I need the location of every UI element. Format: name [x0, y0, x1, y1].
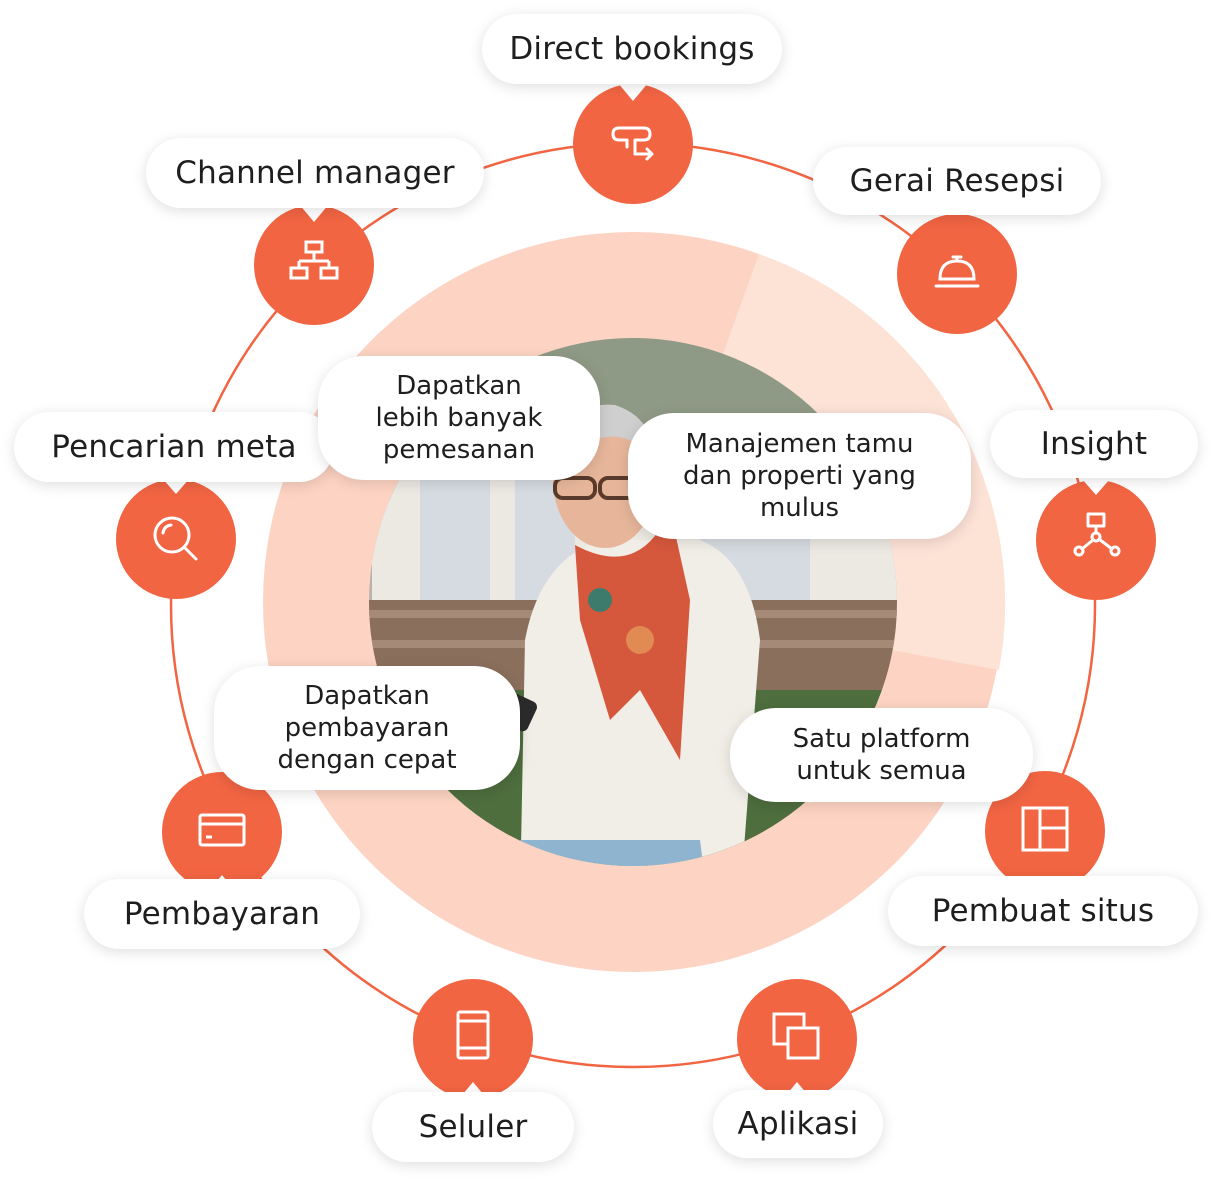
aplikasi-node[interactable] [736, 978, 858, 1100]
feature-label-insight[interactable]: Insight [990, 410, 1198, 478]
pembuat-situs-node[interactable] [984, 770, 1106, 892]
site-builder-layout-icon [1021, 806, 1069, 852]
feature-label-aplikasi[interactable]: Aplikasi [713, 1090, 883, 1158]
insight-node[interactable] [1035, 479, 1157, 601]
benefit-bubble-more-bookings: Dapatkan lebih banyak pemesanan [318, 356, 600, 480]
benefit-bubble-one-platform: Satu platform untuk semua [730, 708, 1033, 802]
gerai-resepsi-node[interactable] [896, 213, 1018, 335]
search-magnifier-icon [153, 516, 198, 561]
insight-graph-icon [1073, 512, 1121, 557]
feature-label-pembuat-situs[interactable]: Pembuat situs [888, 876, 1198, 946]
seluler-node[interactable] [412, 978, 534, 1100]
channel-manager-node[interactable] [253, 204, 375, 326]
pencarian-meta-node[interactable] [115, 478, 237, 600]
channel-hierarchy-icon [289, 240, 339, 280]
payment-card-icon [198, 813, 246, 847]
direct-booking-icon [611, 126, 654, 161]
benefit-bubble-fast-payment: Dapatkan pembayaran dengan cepat [214, 666, 520, 790]
feature-label-channel-manager[interactable]: Channel manager [146, 138, 484, 208]
feature-label-pembayaran[interactable]: Pembayaran [84, 879, 360, 949]
reception-bell-icon [934, 255, 980, 288]
feature-label-gerai-resepsi[interactable]: Gerai Resepsi [813, 147, 1101, 215]
feature-label-direct-bookings[interactable]: Direct bookings [482, 14, 782, 84]
feature-label-pencarian-meta[interactable]: Pencarian meta [14, 412, 334, 482]
direct-bookings-node[interactable] [572, 83, 694, 205]
apps-windows-icon [772, 1012, 820, 1060]
mobile-phone-icon [456, 1010, 490, 1060]
feature-label-seluler[interactable]: Seluler [372, 1092, 574, 1162]
benefit-bubble-guest-management: Manajemen tamu dan properti yang mulus [628, 413, 971, 539]
